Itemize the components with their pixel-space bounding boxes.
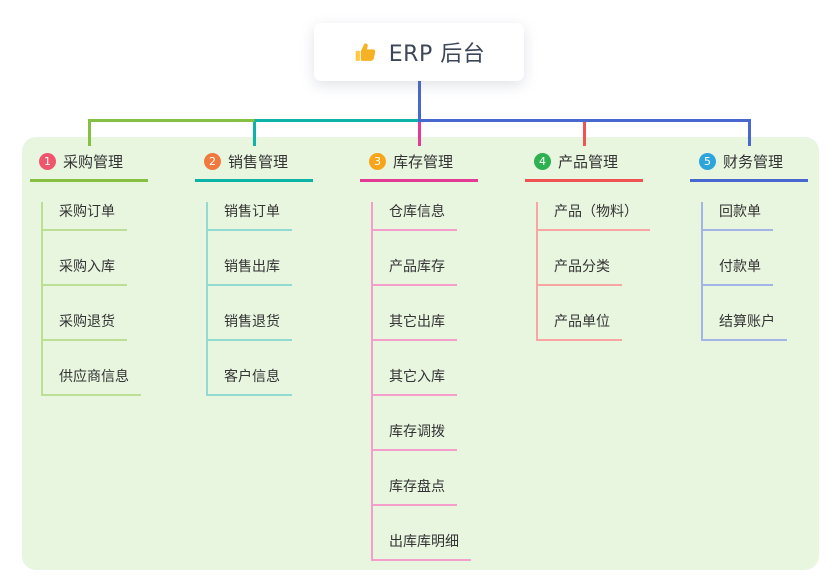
branch-children: 产品（物料） 产品分类产品单位 — [536, 202, 685, 341]
branch-children: 销售订单销售出库销售退货客户信息 — [206, 202, 355, 396]
branch-column: 4 产品管理 产品（物料） 产品分类产品单位 — [525, 146, 685, 341]
branch-header[interactable]: 1 采购管理 — [30, 146, 148, 182]
branch-title: 销售管理 — [228, 153, 289, 171]
child-node[interactable]: 仓库信息 — [373, 202, 457, 231]
root-node[interactable]: ERP 后台 — [314, 23, 524, 81]
branch-number-badge: 4 — [534, 153, 551, 170]
mindmap-panel — [22, 137, 819, 570]
branch-title: 采购管理 — [63, 153, 124, 171]
child-node[interactable]: 结算账户 — [703, 312, 787, 341]
child-node[interactable]: 采购退货 — [43, 312, 127, 341]
branch-number-badge: 5 — [699, 153, 716, 170]
child-node[interactable]: 产品分类 — [538, 257, 622, 286]
child-node[interactable]: 出库库明细 — [373, 532, 471, 561]
child-node[interactable]: 产品单位 — [538, 312, 622, 341]
child-node[interactable]: 产品（物料） — [538, 202, 650, 231]
child-node[interactable]: 客户信息 — [208, 367, 292, 396]
branch-children: 采购订单采购入库采购退货供应商信息 — [41, 202, 190, 396]
branch-column: 2 销售管理 销售订单销售出库销售退货客户信息 — [195, 146, 355, 396]
child-node[interactable]: 采购订单 — [43, 202, 127, 231]
child-node[interactable]: 付款单 — [703, 257, 773, 286]
branch-column: 1 采购管理 采购订单采购入库采购退货供应商信息 — [30, 146, 190, 396]
branch-column: 5 财务管理 回款单付款单结算账户 — [690, 146, 839, 341]
branch-header[interactable]: 2 销售管理 — [195, 146, 313, 182]
child-node[interactable]: 供应商信息 — [43, 367, 141, 396]
child-node[interactable]: 产品库存 — [373, 257, 457, 286]
child-node[interactable]: 库存盘点 — [373, 477, 457, 506]
child-node[interactable]: 采购入库 — [43, 257, 127, 286]
child-node[interactable]: 库存调拨 — [373, 422, 457, 451]
branch-children: 回款单付款单结算账户 — [701, 202, 839, 341]
branch-number-badge: 3 — [369, 153, 386, 170]
child-node[interactable]: 销售出库 — [208, 257, 292, 286]
child-node[interactable]: 其它入库 — [373, 367, 457, 396]
branch-title: 产品管理 — [558, 153, 619, 171]
branch-number-badge: 2 — [204, 153, 221, 170]
branch-header[interactable]: 3 库存管理 — [360, 146, 478, 182]
branch-header[interactable]: 5 财务管理 — [690, 146, 808, 182]
root-node-title: ERP 后台 — [388, 42, 486, 67]
branch-title: 库存管理 — [393, 153, 454, 171]
branch-header[interactable]: 4 产品管理 — [525, 146, 643, 182]
branch-title: 财务管理 — [723, 153, 784, 171]
child-node[interactable]: 回款单 — [703, 202, 773, 231]
child-node[interactable]: 销售退货 — [208, 312, 292, 341]
branch-children: 仓库信息产品库存其它出库其它入库库存调拨库存盘点出库库明细 — [371, 202, 520, 561]
branch-number-badge: 1 — [39, 153, 56, 170]
child-node[interactable]: 其它出库 — [373, 312, 457, 341]
branch-column: 3 库存管理 仓库信息产品库存其它出库其它入库库存调拨库存盘点出库库明细 — [360, 146, 520, 561]
thumbs-up-icon — [355, 42, 376, 61]
child-node[interactable]: 销售订单 — [208, 202, 292, 231]
